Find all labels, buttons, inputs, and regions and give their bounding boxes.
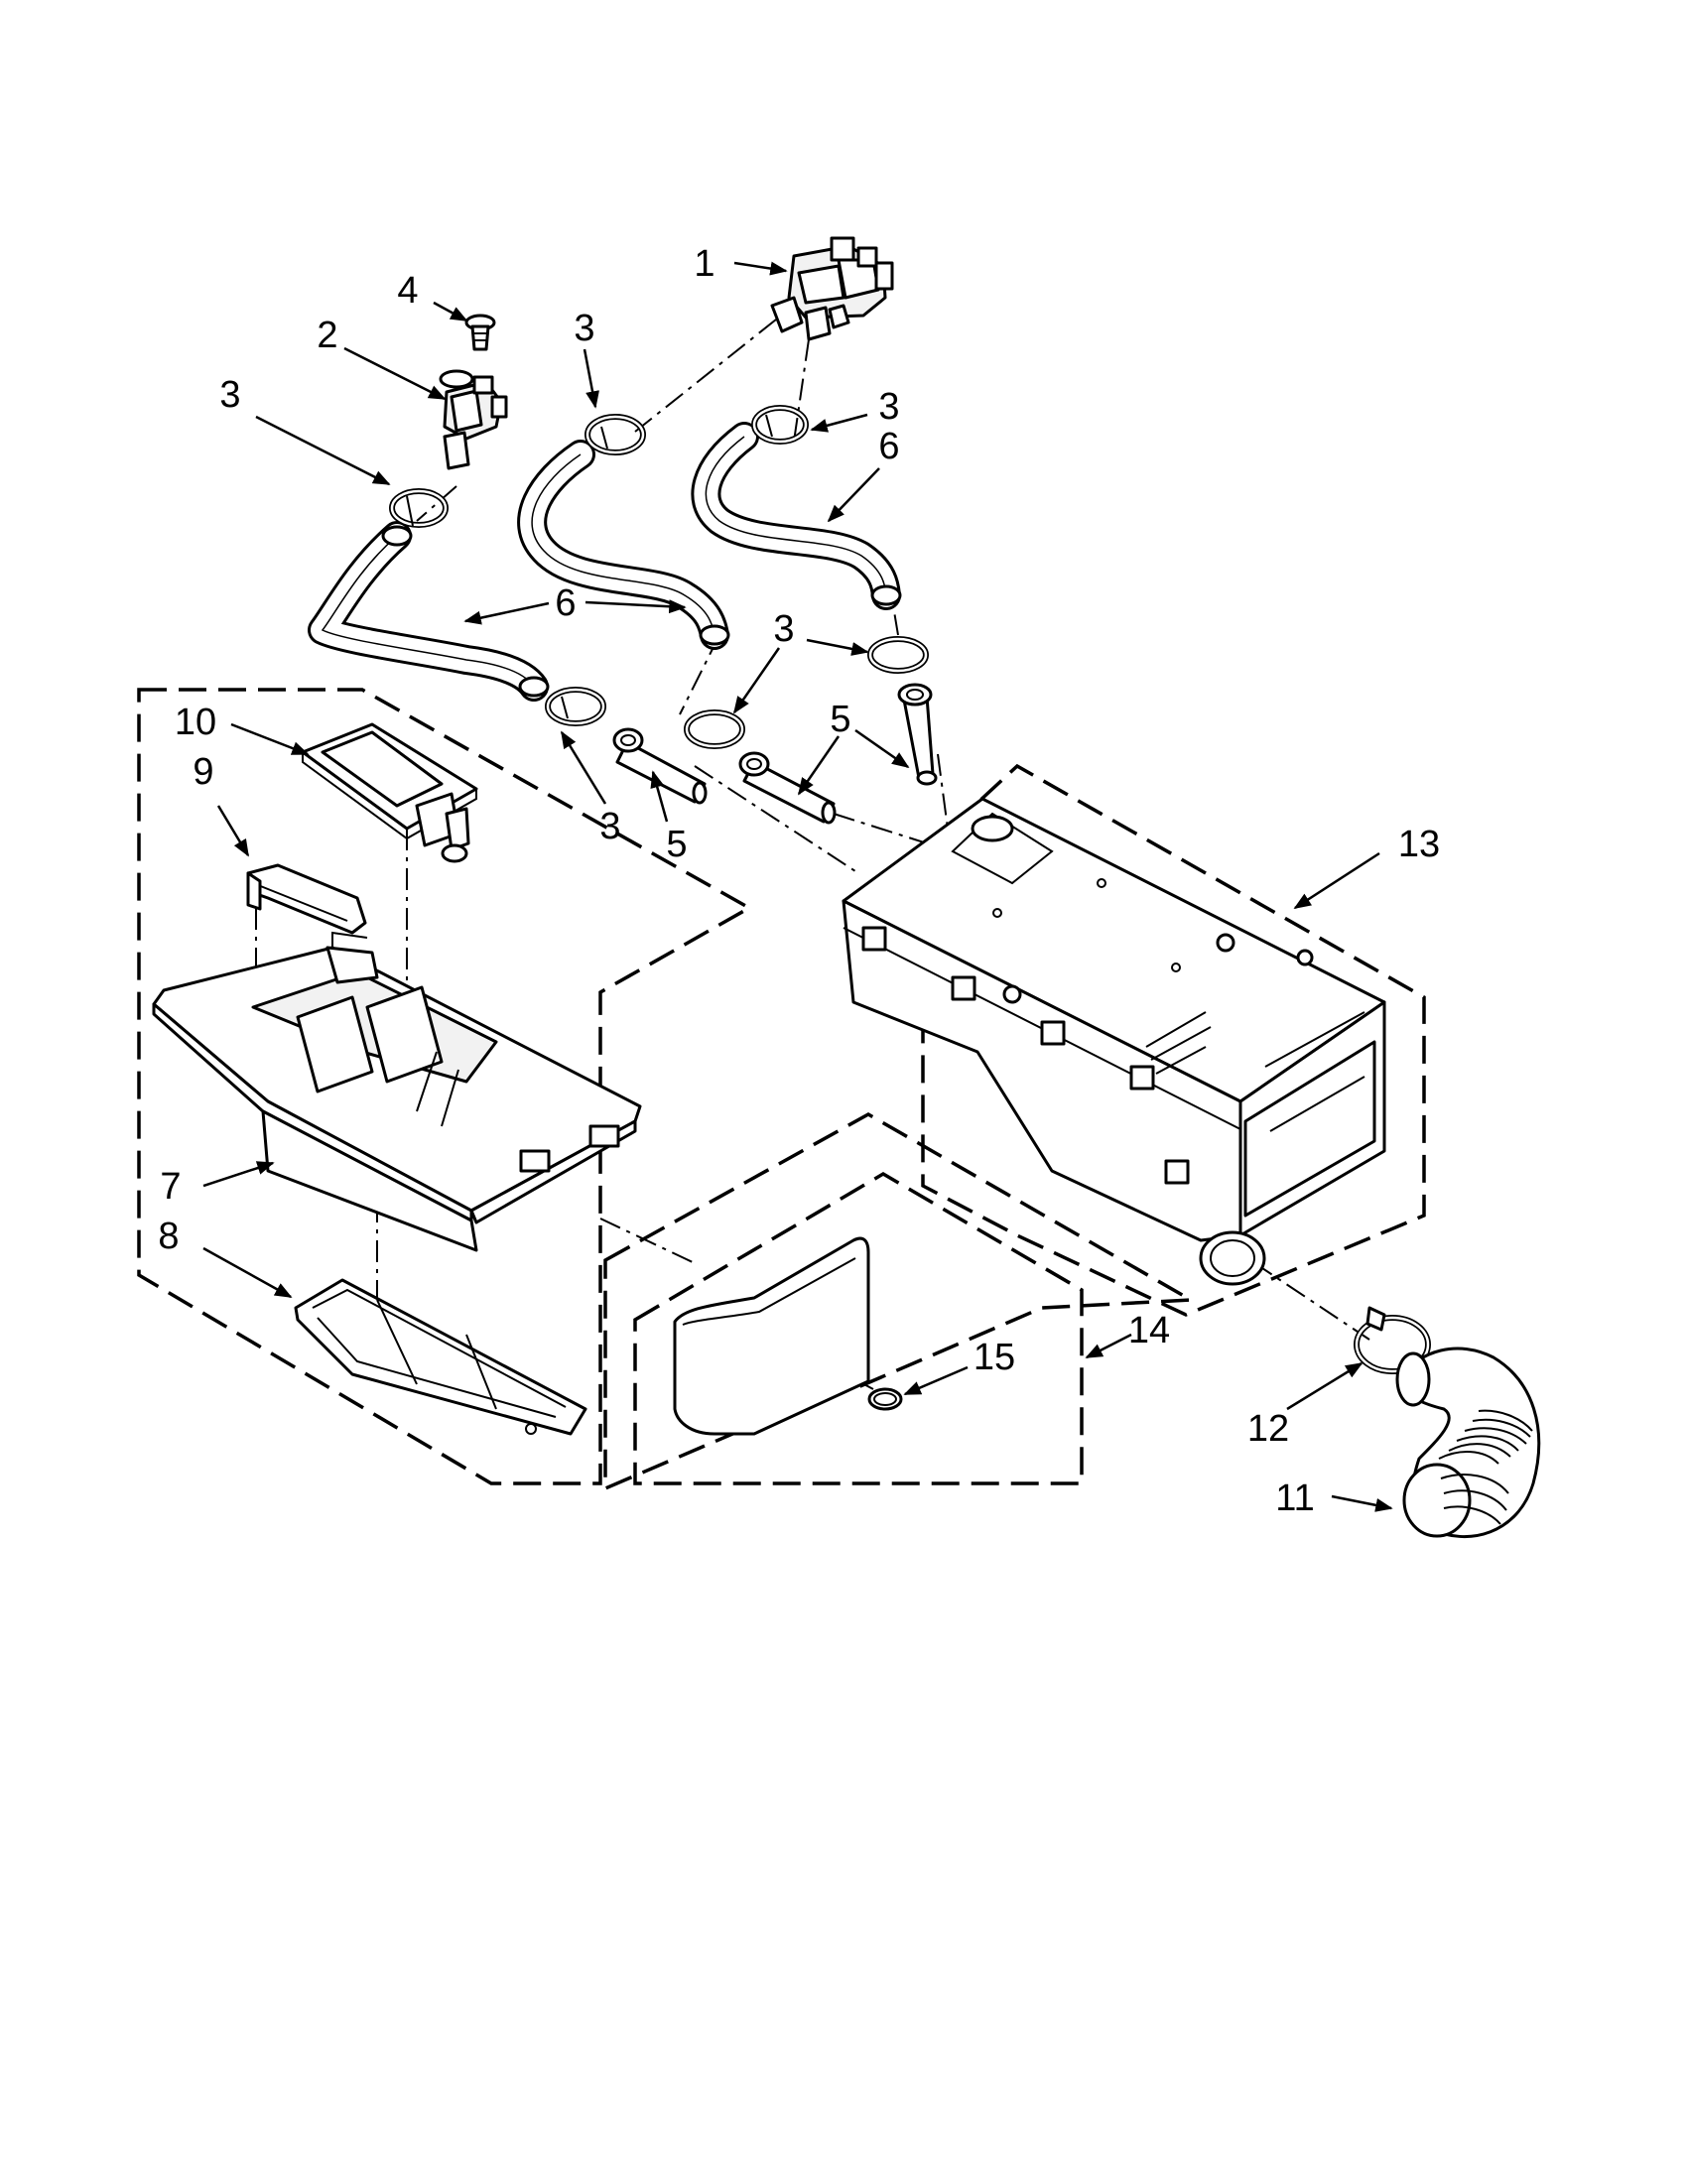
centerline-valve1-hose: [634, 319, 777, 433]
dual-water-valve: [770, 236, 894, 341]
callout-1: 1: [694, 243, 714, 285]
centerline-nozzle-left: [694, 765, 859, 874]
leader-3-bottom-right: [806, 638, 869, 656]
callout-3: 3: [599, 806, 620, 847]
leader-5-left: [650, 770, 669, 823]
inlet-hose-middle: [517, 440, 730, 650]
kit-inner-boundary: [633, 1171, 1084, 1485]
leader-9: [216, 805, 250, 857]
callout-12: 12: [1247, 1408, 1289, 1450]
dispenser-housing: [842, 797, 1386, 1286]
callout-10: 10: [175, 702, 216, 743]
leader-6-left-b: [584, 599, 687, 614]
cover-seal: [867, 1387, 903, 1411]
leader-12: [1286, 1361, 1363, 1411]
dispenser-drawer: [152, 931, 642, 1252]
mounting-screw: [464, 314, 496, 351]
callout-11: 11: [1275, 1477, 1314, 1519]
housing-cover: [673, 1236, 870, 1436]
leader-1: [733, 261, 788, 276]
hose-clamp-middle-lower: [684, 709, 745, 749]
leader-5-right: [854, 728, 910, 769]
leader-6-right: [827, 467, 880, 523]
hose-clamp-middle-upper: [584, 414, 646, 455]
leader-4: [433, 301, 468, 322]
siphon: [246, 863, 367, 935]
inlet-hose-left: [308, 521, 550, 702]
drawer-tray: [294, 1278, 587, 1436]
leader-14: [1085, 1333, 1132, 1359]
leader-3-bottom-mid: [732, 647, 781, 714]
dispenser-housing-boundary: [921, 763, 1426, 1317]
single-water-valve: [439, 369, 508, 470]
callout-3: 3: [574, 308, 594, 349]
hose-clamp-right-upper: [751, 405, 809, 445]
drain-bellows: [1395, 1347, 1541, 1539]
callout-7: 7: [160, 1166, 181, 1208]
leader-10: [230, 722, 310, 756]
centerline-drawer-kit: [599, 1218, 696, 1264]
hose-clamp-right-lower: [867, 636, 929, 674]
leader-7: [202, 1161, 275, 1188]
callout-5: 5: [666, 824, 687, 865]
hose-clamp-left-upper: [389, 488, 449, 528]
callout-9: 9: [193, 751, 213, 793]
kit-outer-boundary: [603, 1111, 1197, 1491]
nozzle-right: [897, 683, 938, 786]
leader-3-mid-top: [583, 348, 599, 409]
callout-3: 3: [878, 386, 899, 428]
centerline-valve2-clamp: [416, 485, 457, 522]
leader-3-left: [255, 415, 391, 486]
callout-8: 8: [158, 1216, 179, 1257]
callout-2: 2: [317, 315, 337, 356]
callout-15: 15: [974, 1337, 1015, 1378]
callout-3: 3: [219, 374, 240, 416]
callout-13: 13: [1398, 824, 1440, 865]
callout-6: 6: [555, 582, 576, 624]
leader-15: [903, 1365, 969, 1396]
bellows-clamp: [1354, 1306, 1431, 1374]
leader-5-mid: [797, 735, 841, 796]
callout-4: 4: [397, 270, 418, 312]
inlet-hose-right: [691, 422, 902, 610]
leader-8: [202, 1246, 293, 1299]
callout-6: 6: [878, 426, 899, 467]
callout-3: 3: [773, 608, 794, 650]
siphon-cap: [301, 722, 478, 863]
dispenser-drawer-boundary: [137, 688, 753, 1485]
leader-13: [1293, 851, 1380, 910]
hose-clamp-left-lower: [545, 687, 606, 726]
leader-6-left: [463, 601, 550, 625]
leader-11: [1331, 1494, 1393, 1512]
leader-3-right-top: [810, 413, 868, 433]
callout-5: 5: [830, 699, 850, 740]
centerline-valve1b-hose: [793, 338, 810, 443]
callout-14: 14: [1128, 1310, 1170, 1351]
leader-2: [343, 346, 447, 401]
leader-3-bottom-left: [560, 730, 607, 805]
centerline-nozzle-right: [937, 753, 949, 830]
